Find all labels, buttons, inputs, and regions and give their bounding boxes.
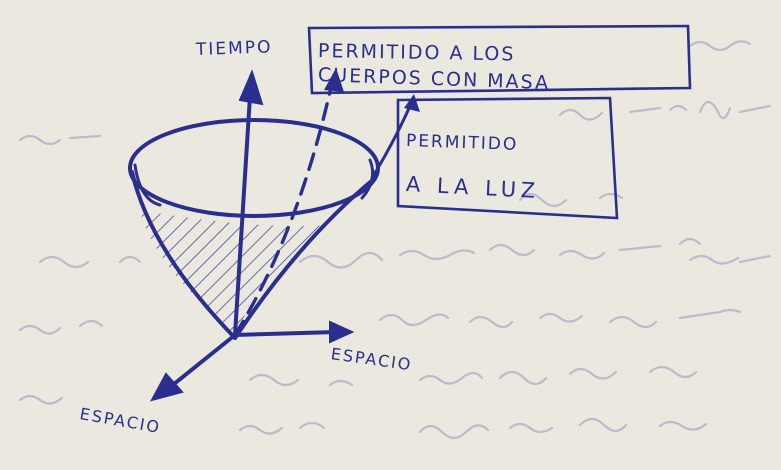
box-light-line1: PERMITIDO bbox=[406, 131, 519, 155]
time-axis-label: TIEMPO bbox=[196, 37, 273, 60]
light-ray bbox=[372, 106, 410, 178]
background-handwriting bbox=[20, 41, 770, 438]
space-axis-right bbox=[235, 322, 352, 342]
space-axis-left bbox=[152, 335, 235, 400]
box-bodies-with-mass-line1: PERMITIDO A LOS bbox=[318, 40, 516, 65]
light-ray-arrowhead bbox=[404, 94, 420, 112]
